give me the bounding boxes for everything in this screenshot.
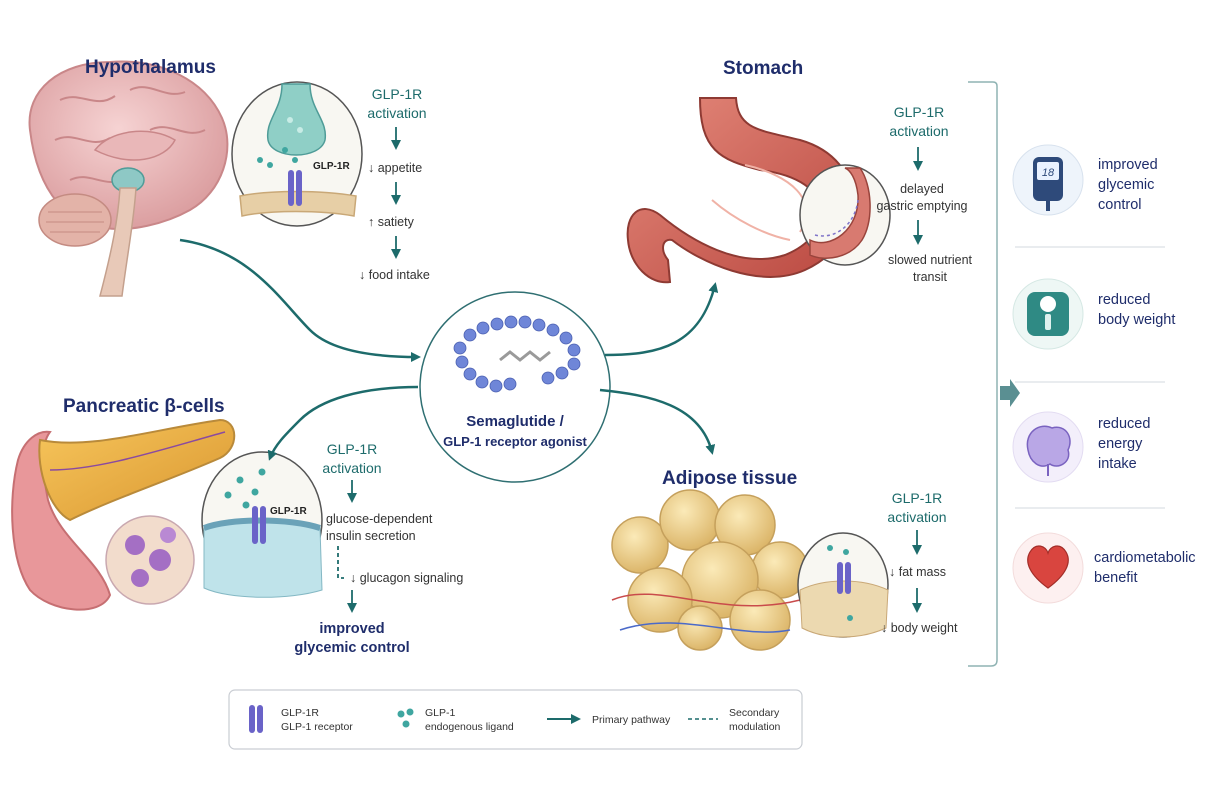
outcome-arrow-icon [1000, 379, 1020, 407]
pancreas-receptor-inset [201, 451, 323, 598]
stomach-inset [799, 164, 891, 266]
ligand-legend-icon [397, 708, 414, 728]
adipose-step-2: ↓ body weight [881, 621, 958, 635]
hypothalamus-step-3: ↓ food intake [359, 268, 430, 282]
receptor-legend-icon [249, 705, 263, 733]
adipose-step-1: ↓ fat mass [889, 565, 946, 579]
legend-box [228, 689, 803, 750]
semaglutide-node [419, 291, 611, 483]
svg-text:18: 18 [1042, 167, 1055, 179]
hypothalamus-synapse-inset [231, 81, 363, 227]
brain-illustration [28, 60, 229, 297]
hypothalamus-step-2: ↑ satiety [368, 215, 414, 229]
pancreas-step-2: ↓ glucagon signaling [350, 571, 464, 585]
pathway-arrows [179, 81, 998, 667]
heart-icon [1012, 532, 1084, 604]
pancreas-title: Pancreatic β-cells [63, 396, 225, 417]
semaglutide-label: Semaglutide / GLP-1 receptor agonist [443, 413, 587, 449]
hypothalamus-step-1: ↓ appetite [368, 161, 423, 175]
legend-primary-text: Primary pathway [592, 714, 671, 726]
adipose-title: Adipose tissue [662, 468, 798, 489]
brain-icon [1012, 411, 1084, 483]
peptide-chain-icon [453, 315, 581, 393]
hypothalamus-receptor-label: GLP-1R [313, 161, 350, 172]
pancreas-illustration [11, 418, 236, 611]
adipose-receptor-inset [797, 532, 889, 638]
glucose-meter-icon: 18 [1012, 144, 1084, 216]
scale-icon [1012, 278, 1084, 350]
stomach-title: Stomach [723, 58, 804, 79]
outcome-dividers [1015, 246, 1165, 509]
adipose-illustration [611, 489, 809, 651]
pancreas-receptor-label: GLP-1R [270, 506, 307, 517]
hypothalamus-title: Hypothalamus [85, 57, 216, 78]
step-arrows [337, 127, 923, 613]
